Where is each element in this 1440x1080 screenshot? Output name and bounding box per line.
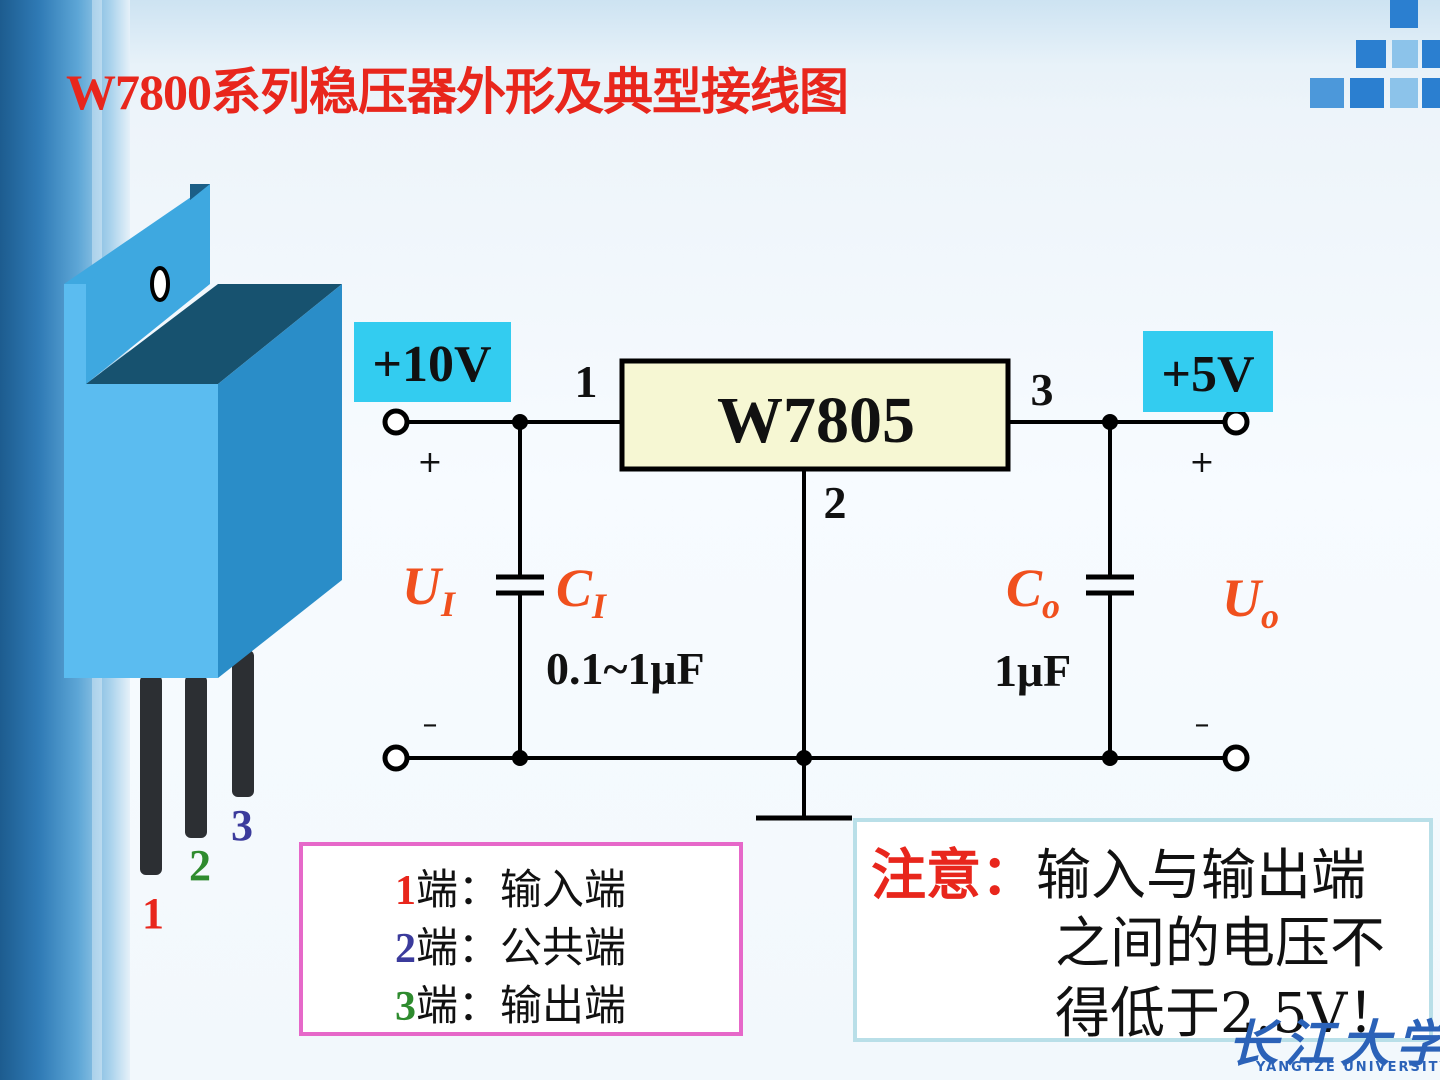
input-capacitor-value: 0.1~1μF (546, 643, 705, 694)
capacitor-ci (496, 574, 544, 596)
output-minus-terminal (1222, 744, 1250, 772)
regulator-pin-1: 1 (575, 356, 598, 407)
input-voltage-symbol: UI (402, 556, 457, 624)
regulator-pin-3: 3 (1031, 364, 1054, 415)
output-minus-sign: – (1195, 707, 1210, 742)
legend-row-2: 2端：公共端 (395, 914, 626, 975)
input-minus-sign: – (423, 707, 438, 742)
logo-english: YANGTZE UNIVERSITY (1256, 1060, 1440, 1075)
output-capacitor-symbol: Co (1006, 558, 1060, 626)
top-decorative-band (130, 0, 1440, 110)
output-capacitor-value: 1μF (994, 645, 1071, 696)
capacitor-co (1086, 574, 1134, 596)
input-voltage-label: +10V (372, 336, 491, 393)
note-title: 注意： (871, 842, 1037, 907)
input-voltage-box (354, 322, 511, 402)
input-capacitor-symbol: CI (556, 558, 608, 626)
page-title: W7800系列稳压器外形及典型接线图 (66, 64, 849, 120)
package-front (64, 284, 218, 678)
legend-text-1: 端：输入端 (416, 865, 627, 914)
regulator-pin-2: 2 (824, 477, 847, 528)
terminals (382, 408, 1250, 772)
pin-3-lead (232, 650, 254, 797)
note-line-3: 得低于2.5V！ (1055, 981, 1403, 1045)
note-line-1: 注意：输入与输出端 (871, 842, 1367, 907)
regulator-block (619, 358, 1011, 472)
legend-text-2: 端：公共端 (416, 923, 627, 972)
output-voltage-symbol: Uo (1222, 568, 1279, 636)
logo-calligraphy: 长江大学 (1228, 1014, 1440, 1073)
legend-text-3: 端：输出端 (416, 981, 627, 1030)
package-side (218, 284, 342, 678)
legend-row-1: 1端：输入端 (395, 856, 626, 917)
legend-num-1: 1 (395, 868, 416, 914)
pin-3-label: 3 (231, 801, 253, 850)
circuit-wires (408, 420, 1224, 818)
note-box: 注意：输入与输出端 之间的电压不 得低于2.5V！ (853, 818, 1433, 1045)
pin-2-lead (185, 675, 207, 838)
output-voltage-label: +5V (1161, 346, 1254, 403)
input-minus-terminal (382, 744, 410, 772)
university-logo: 长江大学 YANGTZE UNIVERSITY (1228, 1004, 1440, 1080)
legend-row-3: 3端：输出端 (395, 972, 626, 1033)
output-plus-sign: + (1189, 445, 1214, 480)
pin-1-lead (140, 675, 162, 875)
mounting-hole-icon (150, 266, 170, 302)
package-top (86, 284, 342, 384)
input-plus-terminal (382, 408, 410, 436)
output-voltage-box (1143, 331, 1273, 412)
pin-legend-box: 1端：输入端 2端：公共端 3端：输出端 (299, 842, 743, 1036)
junction-dots (512, 414, 1118, 766)
legend-num-3: 3 (395, 984, 416, 1030)
input-plus-sign: + (417, 445, 442, 480)
corner-squares-decoration (1310, 0, 1440, 112)
note-line-2: 之间的电压不 (1055, 911, 1386, 975)
pin-1-label: 1 (142, 889, 164, 938)
regulator-label: W7805 (717, 384, 915, 457)
regulator-package: 1 2 3 (64, 184, 342, 938)
output-plus-terminal (1222, 408, 1250, 436)
legend-num-2: 2 (395, 926, 416, 972)
pin-2-label: 2 (189, 841, 211, 890)
